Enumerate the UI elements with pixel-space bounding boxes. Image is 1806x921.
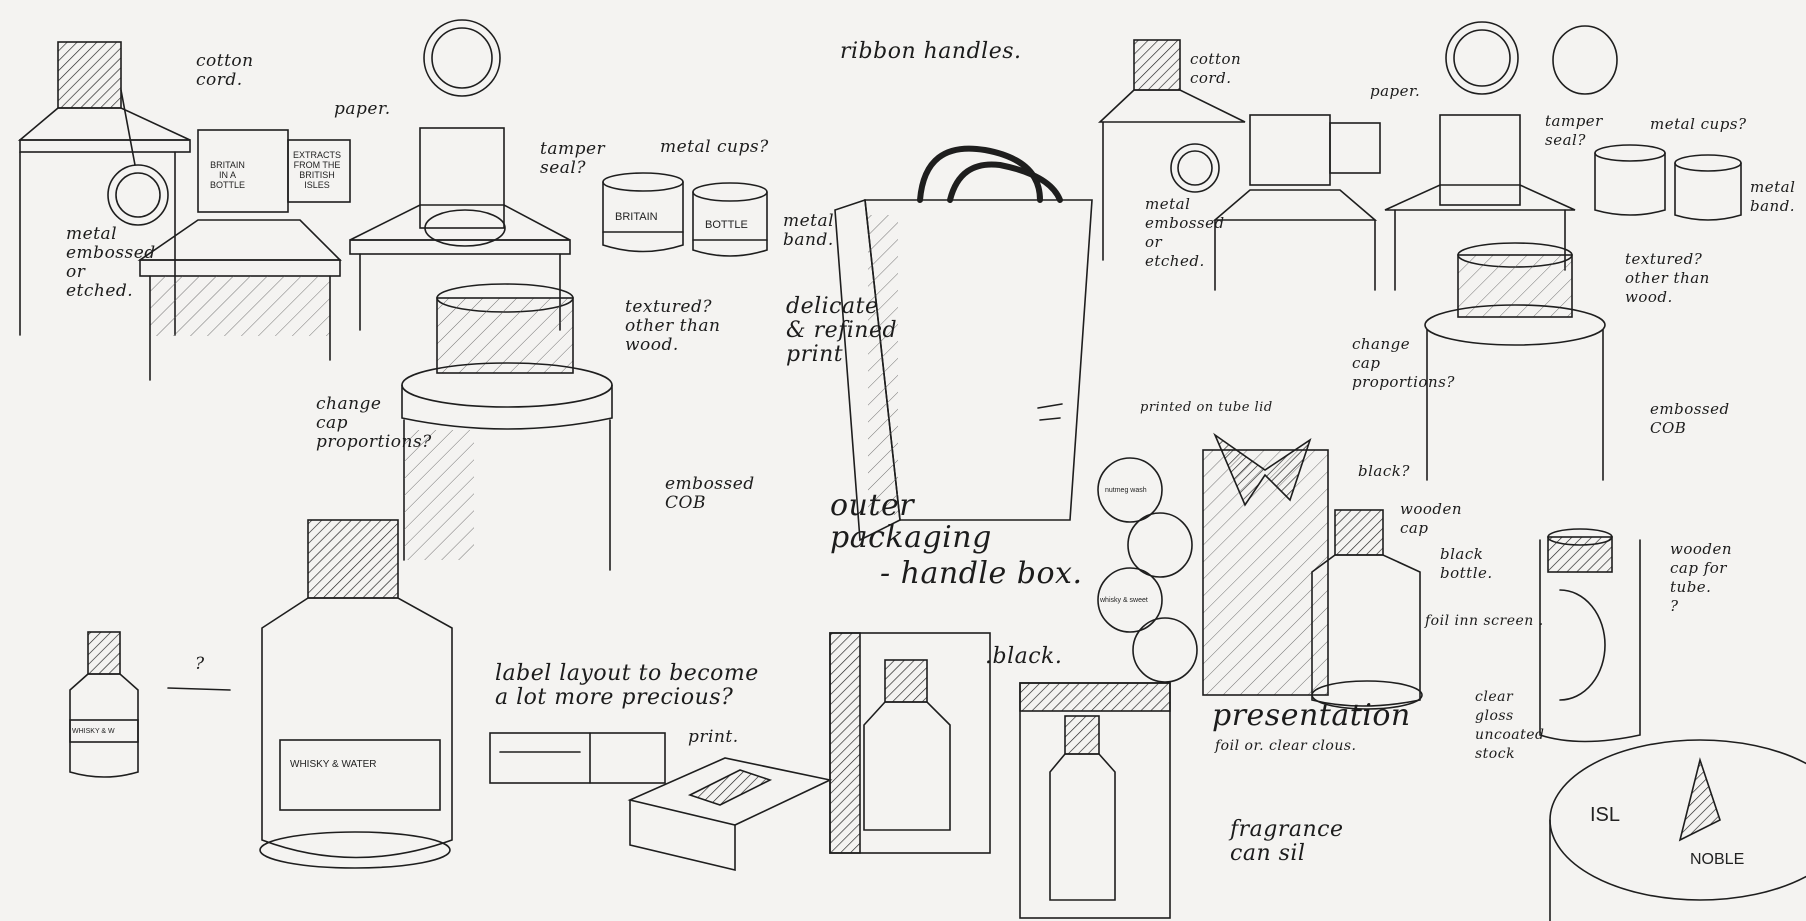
note-metal-embossed-right: metal embossed or etched. [1145,195,1225,270]
note-delicate-print: delicate & refined print [786,294,898,367]
cotton-cord-display-left [17,41,191,336]
note-clear-gloss: clear gloss uncoated stock [1475,689,1545,762]
jar-with-textured-cap-left [401,283,613,571]
note-metal-cups-left: metal cups? [660,137,769,157]
shopping-bag-with-ribbon-handles [834,145,1093,542]
bottle-small-left [69,631,231,778]
note-presentation: presentation [1212,698,1411,733]
note-foil-clear: foil or. clear clous. [1215,738,1357,754]
label-britain-in-a-bottle: BRITAIN IN A BOTTLE [210,160,246,190]
note-foil-inn-screen: foil inn screen . [1425,613,1544,629]
note-change-cap-right: change cap proportions? [1352,335,1455,391]
note-wooden-cap: wooden cap [1400,500,1463,537]
label-britain-cup: BRITAIN [615,211,658,223]
note-tamper-seal-right: tamper seal? [1545,112,1603,149]
note-paper-right: paper. [1370,82,1421,100]
cotton-cord-display-right [1097,39,1246,261]
paper-display-left [137,129,351,381]
note-tamper-seal-left: tamper seal? [540,139,606,178]
tamper-seal-display-left [349,19,571,331]
label-layout-sketch [489,732,666,784]
note-black: .black. [985,644,1063,669]
note-label-layout: label layout to become a lot more precio… [495,661,759,710]
note-black-bottle: black bottle. [1440,545,1493,582]
note-metal-band-left: metal band. [783,211,835,250]
open-box-bottle [1019,682,1171,919]
note-paper-left: paper. [334,99,391,119]
tamper-seal-display-right [1384,21,1618,291]
note-print: print. [688,727,739,747]
note-question-left: ? [195,654,205,674]
note-embossed-cob-left: embossed COB [665,474,755,513]
black-box-center [829,632,991,854]
note-printed-tube-lid: printed on tube lid [1140,400,1273,415]
note-metal-band-right: metal band. [1750,178,1796,215]
label-nutmeg-wash: nutmeg wash [1105,487,1147,494]
note-handle-box: - handle box. [880,556,1083,591]
round-box-lid [1549,739,1806,921]
tube-with-wooden-cap [1539,528,1641,743]
note-outer-packaging: outer packaging [830,488,992,555]
label-whisky-small: WHISKY & W [72,728,115,735]
note-cotton-cord-left: cotton cord. [196,51,254,90]
label-bottle-cup: BOTTLE [705,219,748,231]
note-textured-right: textured? other than wood. [1625,250,1710,306]
note-textured-left: textured? other than wood. [625,297,721,355]
metal-cups-left [602,172,768,257]
label-whisky-water: WHISKY & WATER [290,759,377,770]
note-metal-embossed-left: metal embossed or etched. [66,224,156,301]
black-bottle-right [1311,509,1423,710]
paper-display-right [1212,114,1381,291]
label-noble: NOBLE [1690,851,1745,868]
note-change-cap-left: change cap proportions? [316,394,432,452]
label-isl: ISL [1590,804,1621,826]
note-cotton-cord-right: cotton cord. [1190,50,1242,87]
note-fragrance: fragrance can sil [1230,817,1344,866]
label-whisky-sweet: whisky & sweet [1100,597,1148,604]
note-wooden-cap-tube: wooden cap for tube. ? [1670,540,1733,615]
print-tray-sketch [627,757,833,872]
note-embossed-cob-right: embossed COB [1650,400,1730,437]
note-metal-cups-right: metal cups? [1650,115,1747,133]
label-extracts: EXTRACTS FROM THE BRITISH ISLES [293,150,342,190]
note-black-q: black? [1358,462,1410,480]
bottle-large-left [259,519,453,869]
metal-cups-right [1594,144,1742,221]
presentation-tube-with-bow [1097,432,1329,696]
jar-with-textured-cap-right [1424,242,1606,481]
note-ribbon-handles: ribbon handles. [840,39,1022,64]
